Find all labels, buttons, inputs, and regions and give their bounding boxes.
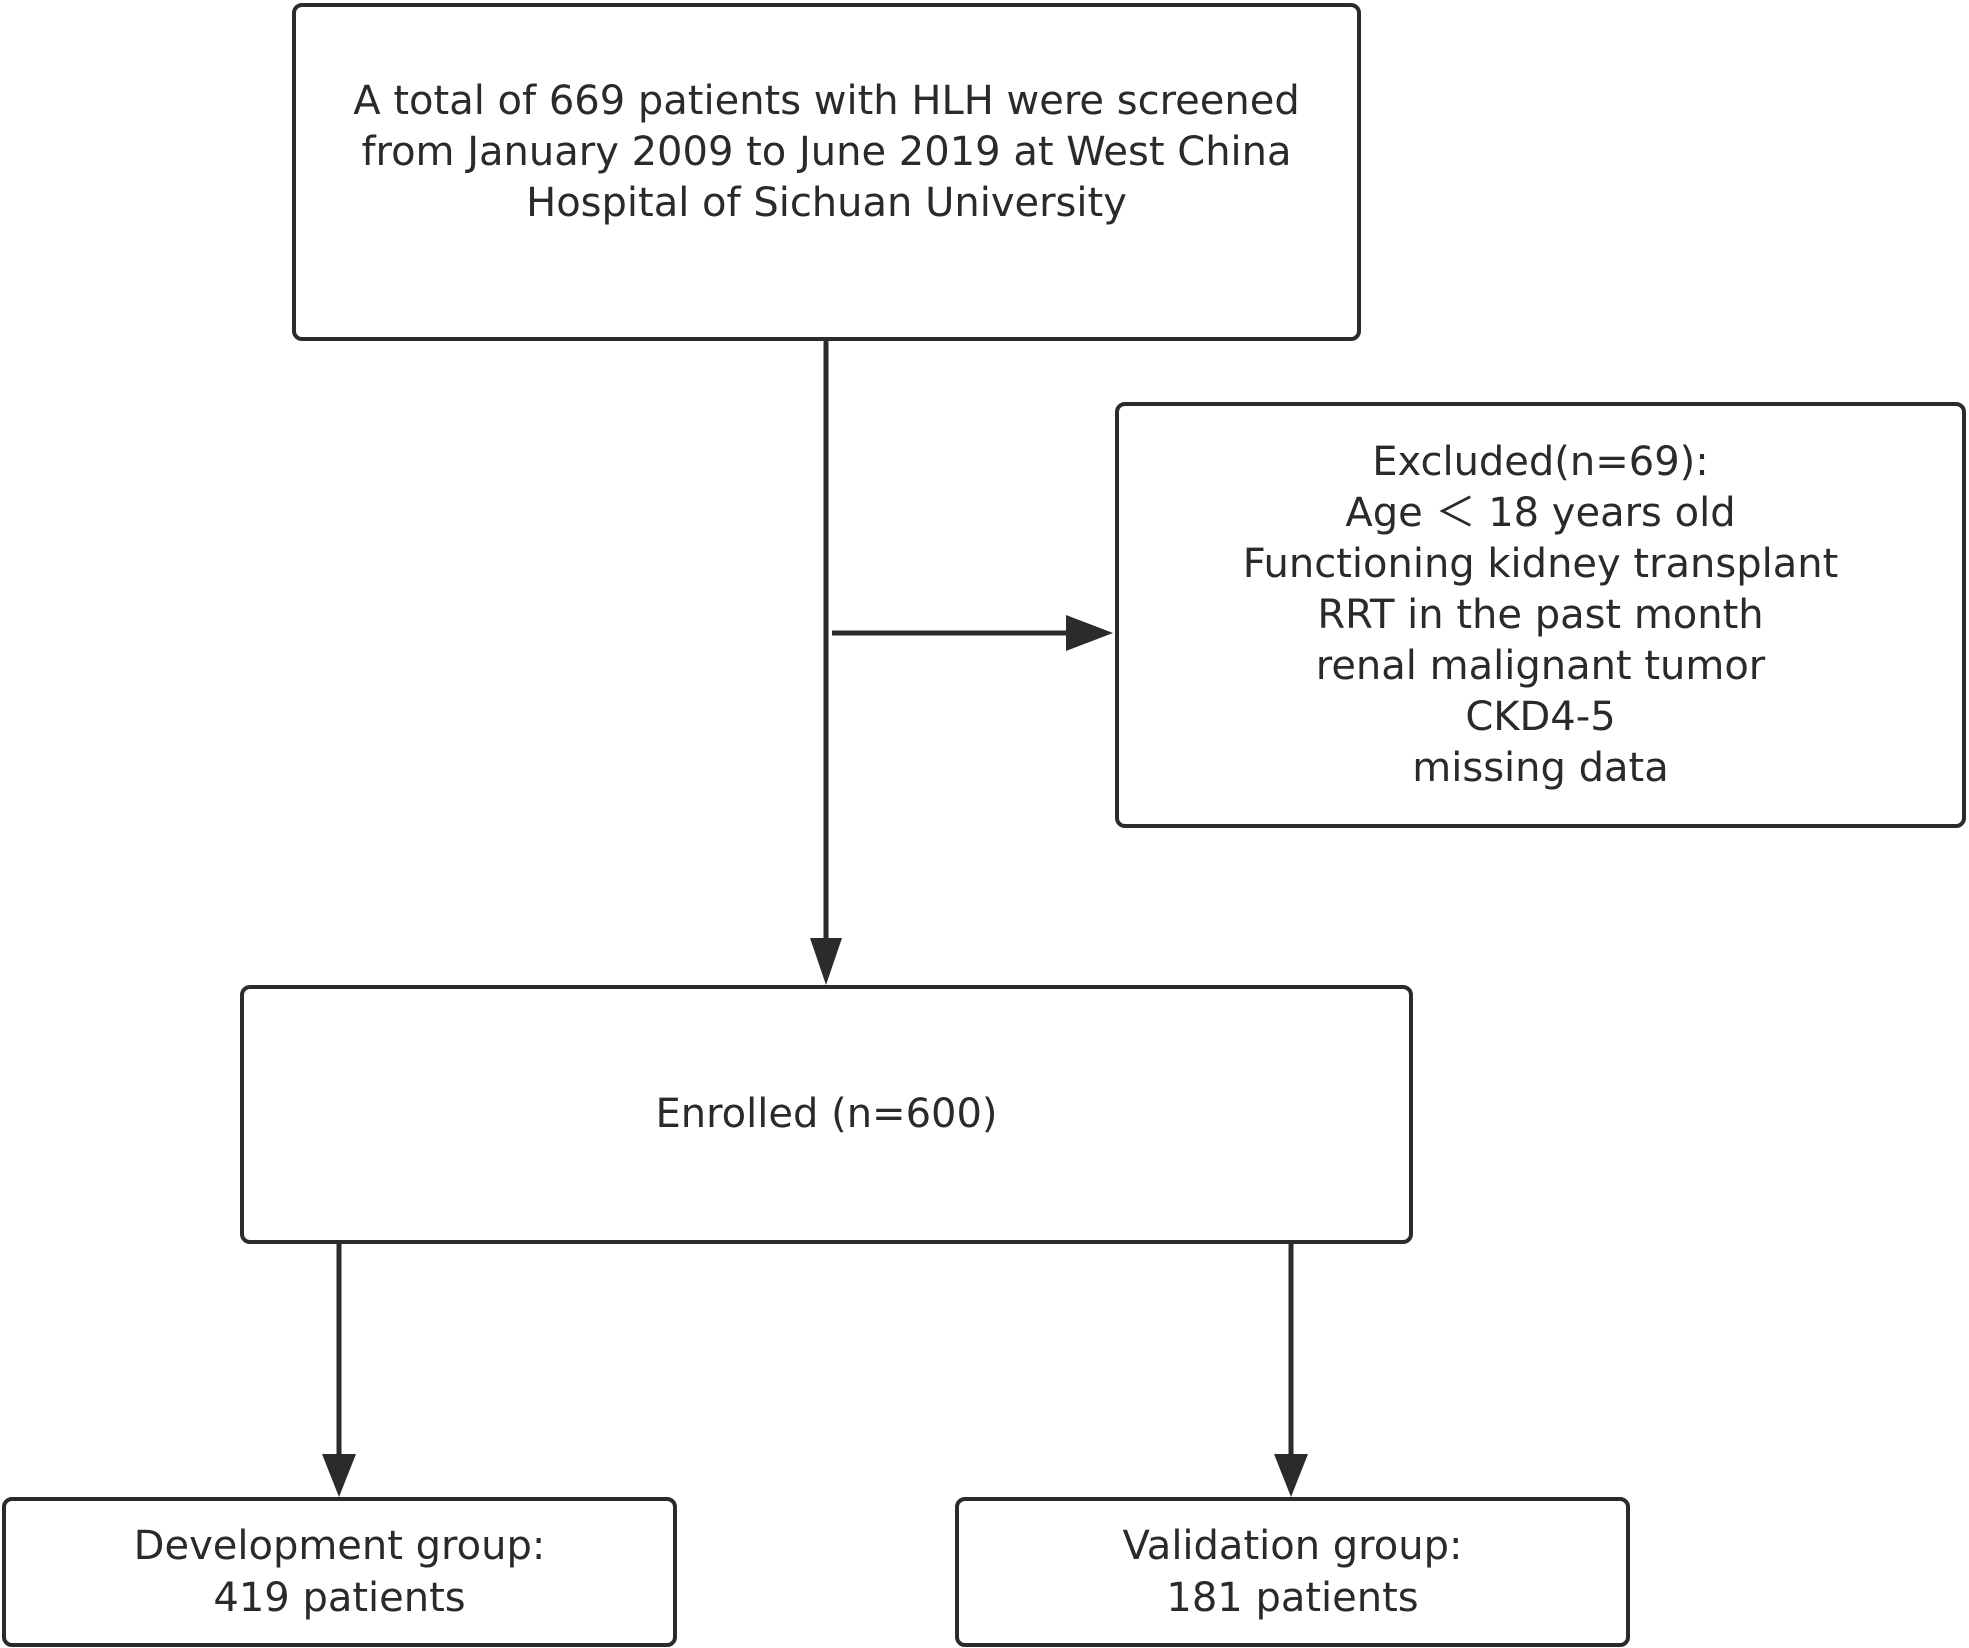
development-group-count: 419 patients bbox=[213, 1575, 466, 1621]
exclusion-criterion: RRT in the past month bbox=[1317, 591, 1764, 638]
arrowhead-development bbox=[322, 1454, 356, 1497]
screened-patients-box: A total of 669 patients with HLH were sc… bbox=[292, 3, 1361, 341]
exclusion-criterion: Age ＜ 18 years old bbox=[1345, 489, 1736, 536]
arrowhead-validation bbox=[1274, 1454, 1308, 1497]
excluded-patients-box: Excluded(n=69): Age ＜ 18 years old Funct… bbox=[1115, 402, 1966, 828]
validation-group-count: 181 patients bbox=[1166, 1575, 1419, 1621]
enrolled-label: Enrolled (n=600) bbox=[655, 1091, 998, 1137]
screened-line: from January 2009 to June 2019 at West C… bbox=[361, 128, 1292, 175]
development-group-title: Development group: bbox=[133, 1523, 546, 1569]
screened-line: A total of 669 patients with HLH were sc… bbox=[353, 77, 1300, 124]
screened-line: Hospital of Sichuan University bbox=[526, 179, 1127, 226]
excluded-heading: Excluded(n=69): bbox=[1372, 438, 1709, 485]
validation-group-box: Validation group: 181 patients bbox=[955, 1497, 1630, 1647]
exclusion-criterion: renal malignant tumor bbox=[1315, 642, 1766, 689]
development-group-box: Development group: 419 patients bbox=[2, 1497, 677, 1647]
exclusion-criterion: Functioning kidney transplant bbox=[1242, 540, 1839, 587]
arrowhead-enrolled bbox=[810, 938, 842, 985]
exclusion-criterion: missing data bbox=[1412, 744, 1669, 791]
exclusion-criterion: CKD4-5 bbox=[1465, 693, 1616, 740]
validation-group-title: Validation group: bbox=[1122, 1523, 1463, 1569]
enrolled-patients-box: Enrolled (n=600) bbox=[240, 985, 1413, 1244]
arrowhead-excluded bbox=[1066, 615, 1113, 651]
